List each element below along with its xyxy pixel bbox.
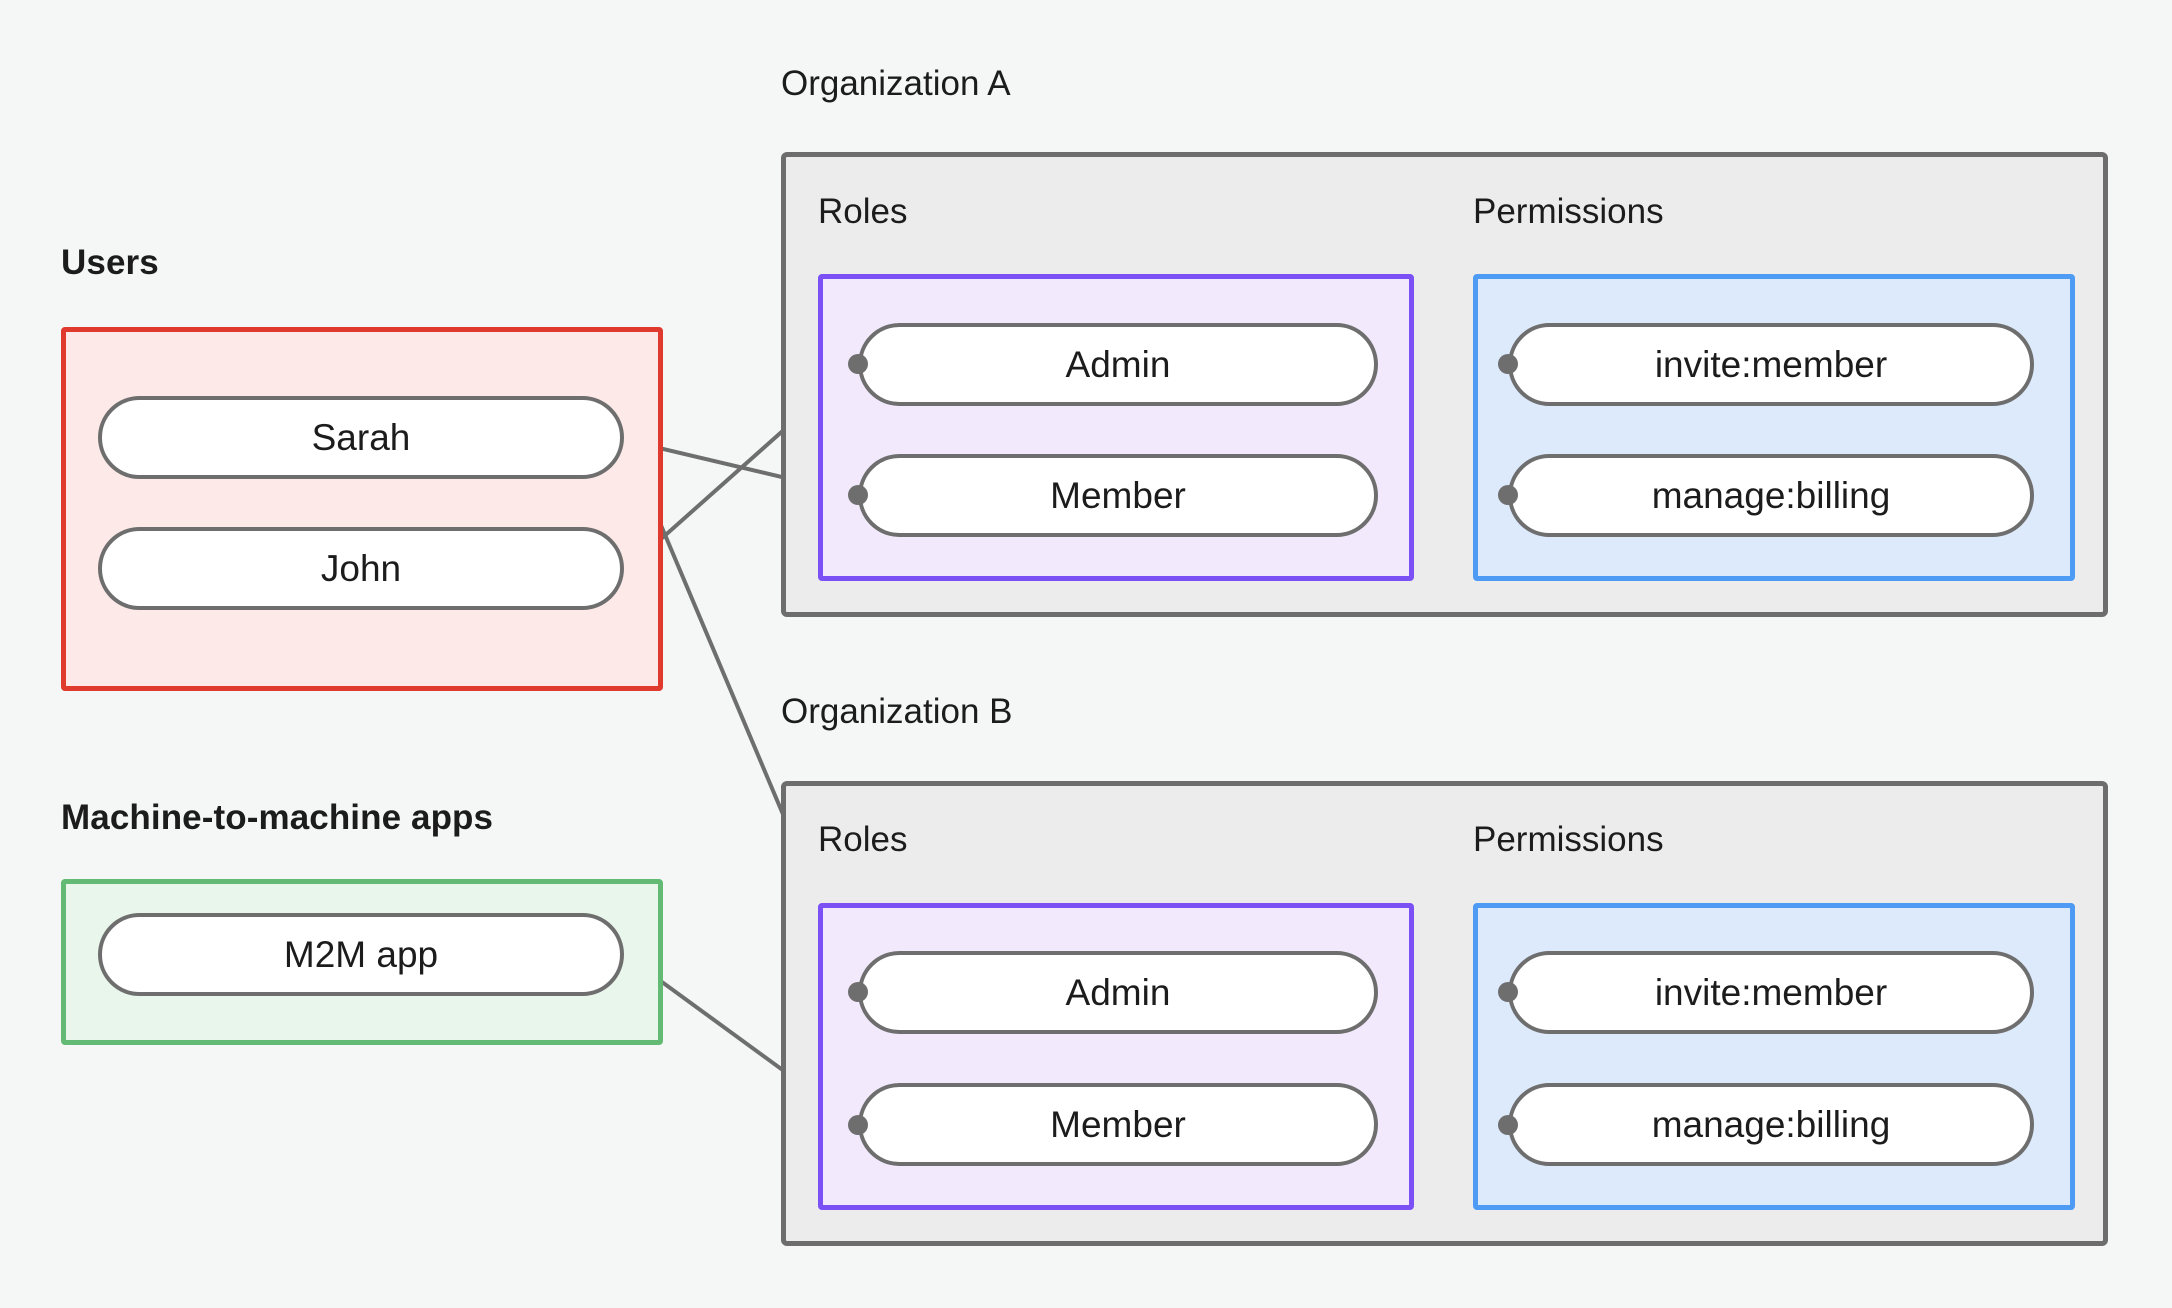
organization-b-permission-manage-billing[interactable]: manage:billing xyxy=(1508,1083,2034,1166)
m2m-node-app[interactable]: M2M app xyxy=(98,913,624,996)
organization-b-role-admin[interactable]: Admin xyxy=(858,951,1378,1034)
user-node-john[interactable]: John xyxy=(98,527,624,610)
organization-a-roles-title: Roles xyxy=(818,192,908,231)
m2m-group-title: Machine-to-machine apps xyxy=(61,798,494,837)
organization-a-title: Organization A xyxy=(781,64,1011,103)
organization-a-permission-invite-member[interactable]: invite:member xyxy=(1508,323,2034,406)
organization-a-permission-manage-billing[interactable]: manage:billing xyxy=(1508,454,2034,537)
organization-a-role-member[interactable]: Member xyxy=(858,454,1378,537)
organization-b-permissions-title: Permissions xyxy=(1473,820,1664,859)
organization-b-permission-invite-member[interactable]: invite:member xyxy=(1508,951,2034,1034)
organization-a-permissions-title: Permissions xyxy=(1473,192,1664,231)
organization-a-role-admin[interactable]: Admin xyxy=(858,323,1378,406)
user-node-sarah[interactable]: Sarah xyxy=(98,396,624,479)
organization-b-role-member[interactable]: Member xyxy=(858,1083,1378,1166)
organization-b-title: Organization B xyxy=(781,692,1013,731)
users-group-title: Users xyxy=(61,243,159,282)
users-container xyxy=(61,327,663,691)
organization-b-roles-title: Roles xyxy=(818,820,908,859)
